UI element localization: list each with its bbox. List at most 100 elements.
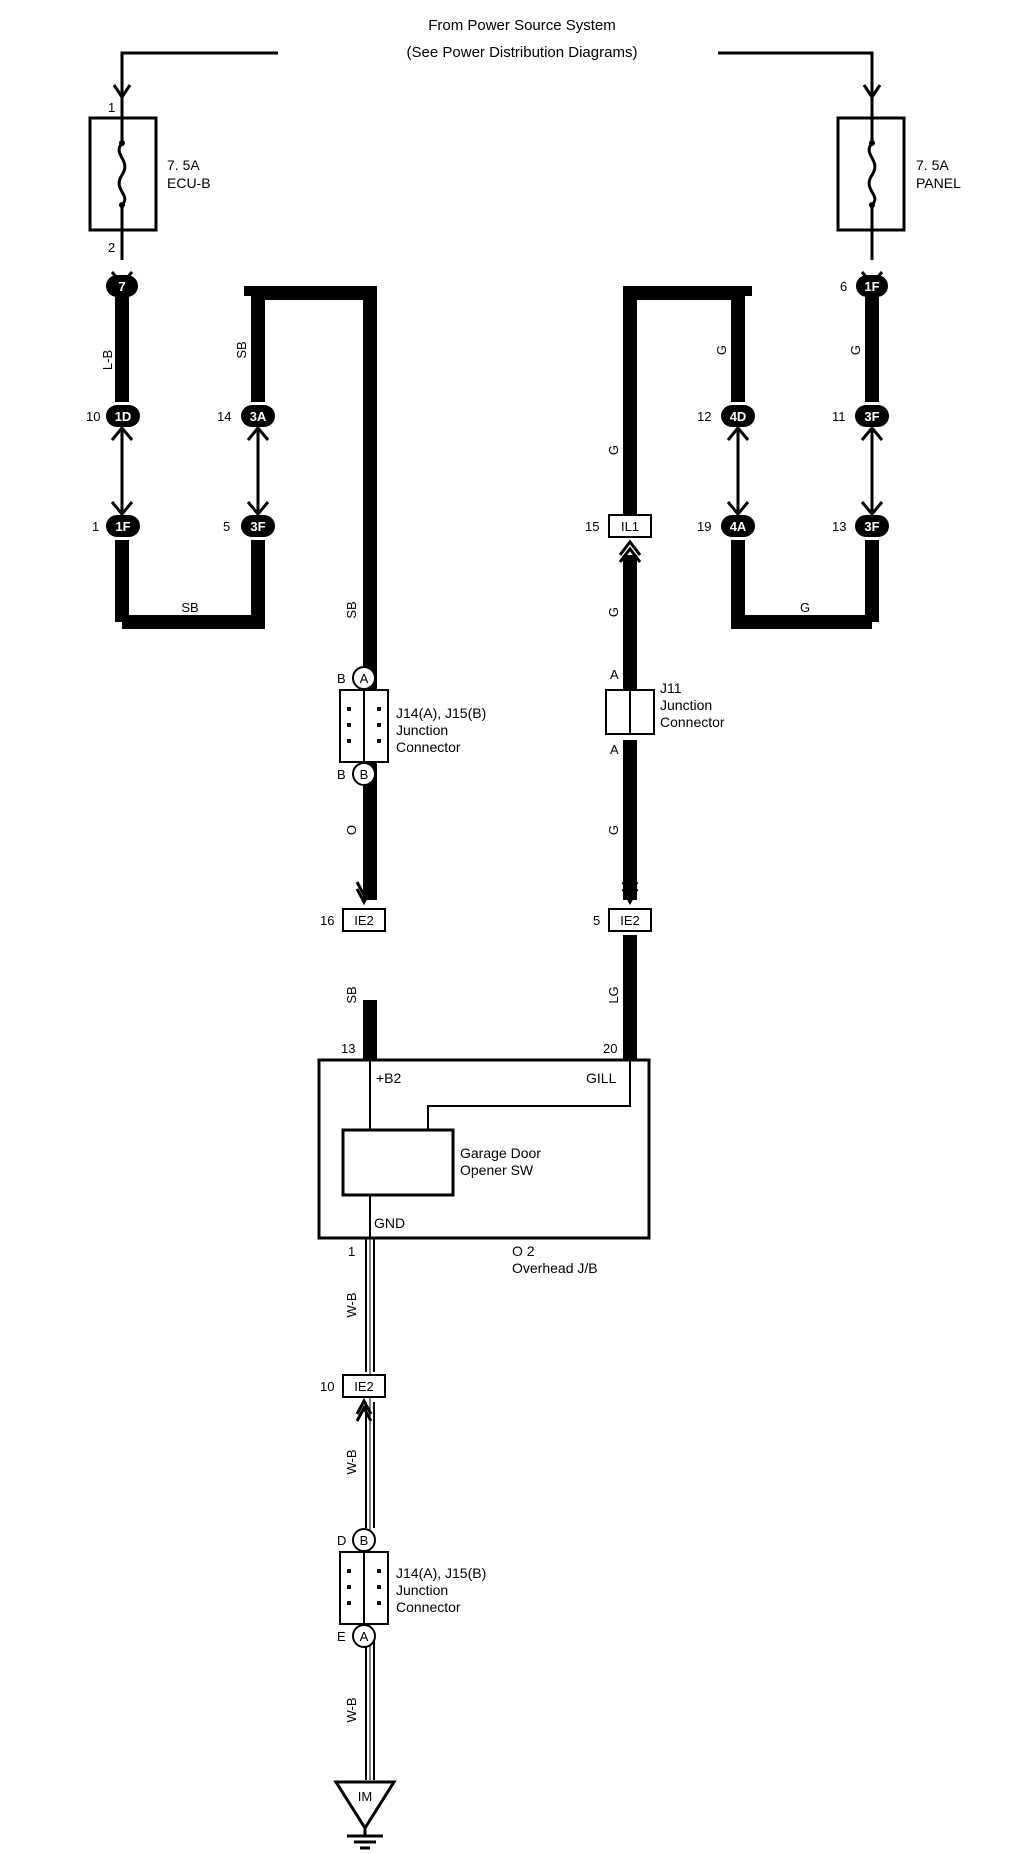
connector-3f-r2-label: 3F	[864, 519, 879, 534]
j14-top-line2: Junction	[396, 722, 448, 738]
fuse-ecu-b	[88, 97, 158, 260]
connector-1f-top: 1F	[856, 275, 888, 297]
header-line1: From Power Source System	[428, 17, 616, 34]
wire-label-g-4: G	[606, 607, 621, 617]
connector-7-label: 7	[118, 279, 125, 294]
connector-ie2-bottom: IE2	[342, 1374, 386, 1422]
pin-10: 10	[86, 409, 100, 424]
pin-15: 15	[585, 519, 599, 534]
connector-4d-label: 4D	[730, 409, 747, 424]
junction-top-b-label: B	[360, 767, 369, 782]
fuse-left-rating: 7. 5A	[167, 157, 200, 173]
connector-3f-r2: 3F	[855, 515, 889, 537]
wire-ground	[365, 1238, 375, 1780]
fuse-left-pin-in: 1	[108, 100, 115, 115]
wire-label-g-1: G	[714, 345, 729, 355]
pin-b-2: B	[337, 767, 346, 782]
connector-1d: 1D	[106, 405, 140, 427]
overhead-b2: +B2	[376, 1070, 402, 1086]
j14-bottom-line2: Junction	[396, 1582, 448, 1598]
wire-label-lb: L-B	[100, 350, 115, 370]
pin-1b: 1	[348, 1244, 355, 1259]
connector-ie2-right-label: IE2	[620, 913, 640, 928]
junction-bottom-a-label: A	[360, 1629, 369, 1644]
connector-3f-r1: 3F	[855, 405, 889, 427]
wire-label-wb-2: W-B	[344, 1449, 359, 1474]
junction-j11	[605, 689, 655, 735]
connector-ie2-bottom-label: IE2	[354, 1379, 374, 1394]
pin-16: 16	[320, 913, 334, 928]
overhead-id: O 2	[512, 1243, 535, 1259]
pin-5: 5	[223, 519, 230, 534]
fuse-left-name: ECU-B	[167, 175, 211, 191]
connector-ie2-left-label: IE2	[354, 913, 374, 928]
connector-3f-left: 3F	[241, 515, 275, 537]
connector-3f-left-label: 3F	[250, 519, 265, 534]
wire-label-lg: LG	[606, 986, 621, 1003]
j14-bottom-line3: Connector	[396, 1599, 461, 1615]
junction-top-a-label: A	[360, 671, 369, 686]
wire-label-sb-1: SB	[234, 341, 249, 358]
pin-13: 13	[832, 519, 846, 534]
connector-1f-top-label: 1F	[864, 279, 879, 294]
j14-top-title: J14(A), J15(B)	[396, 705, 486, 721]
wire-left-loop	[115, 286, 377, 1060]
connector-3a: 3A	[241, 405, 275, 427]
wire-label-sb-3: SB	[344, 986, 359, 1003]
pin-6: 6	[840, 279, 847, 294]
connector-il1: IL1	[608, 514, 652, 563]
pin-14: 14	[217, 409, 231, 424]
overhead-jb-box	[317, 1058, 651, 1240]
connector-ie2-left: IE2	[342, 881, 386, 932]
wire-label-wb-1: W-B	[344, 1292, 359, 1317]
connector-il1-label: IL1	[621, 519, 639, 534]
pin-10b: 10	[320, 1379, 334, 1394]
wire-label-g-5: G	[606, 825, 621, 835]
connector-3f-r1-label: 3F	[864, 409, 879, 424]
fuse-right-rating: 7. 5A	[916, 157, 949, 173]
j11-line2: Junction	[660, 697, 712, 713]
pin-a-2: A	[610, 742, 619, 757]
connector-4d: 4D	[721, 405, 755, 427]
overhead-gnd: GND	[374, 1215, 405, 1231]
pin-e: E	[337, 1629, 346, 1644]
left-connector-links	[110, 271, 270, 517]
right-connector-links	[726, 271, 884, 517]
j11-line3: Connector	[660, 714, 725, 730]
switch-line1: Garage Door	[460, 1145, 541, 1161]
pin-20: 20	[603, 1041, 617, 1056]
overhead-name: Overhead J/B	[512, 1260, 598, 1276]
pin-5b: 5	[593, 913, 600, 928]
ground-label: IM	[358, 1789, 372, 1804]
junction-j14-top: A B	[339, 666, 389, 786]
wire-label-g-2: G	[848, 345, 863, 355]
junction-bottom-b-label: B	[360, 1533, 369, 1548]
connector-4a-label: 4A	[730, 519, 747, 534]
wire-label-g-3: G	[606, 445, 621, 455]
pin-19: 19	[697, 519, 711, 534]
fuse-left-pin-out: 2	[108, 240, 115, 255]
pin-d: D	[337, 1533, 346, 1548]
wire-label-wb-3: W-B	[344, 1697, 359, 1722]
connector-3a-label: 3A	[250, 409, 267, 424]
pin-a-1: A	[610, 667, 619, 682]
wire-label-sb-2: SB	[344, 601, 359, 618]
header-line2: (See Power Distribution Diagrams)	[407, 44, 638, 61]
pin-1: 1	[92, 519, 99, 534]
fuse-panel	[836, 97, 906, 260]
wire-label-o: O	[344, 825, 359, 835]
connector-7: 7	[106, 275, 138, 297]
wire-label-sb-bottom-left: SB	[181, 600, 198, 615]
pin-12: 12	[697, 409, 711, 424]
pin-13b: 13	[341, 1041, 355, 1056]
connector-1f-low: 1F	[106, 515, 140, 537]
pin-b-1: B	[337, 671, 346, 686]
ground-symbol: IM	[333, 1780, 397, 1850]
connector-1d-label: 1D	[115, 409, 132, 424]
overhead-gill: GILL	[586, 1070, 617, 1086]
connector-4a: 4A	[721, 515, 755, 537]
junction-j14-bottom: B A	[339, 1528, 389, 1648]
j14-top-line3: Connector	[396, 739, 461, 755]
switch-line2: Opener SW	[460, 1162, 534, 1178]
